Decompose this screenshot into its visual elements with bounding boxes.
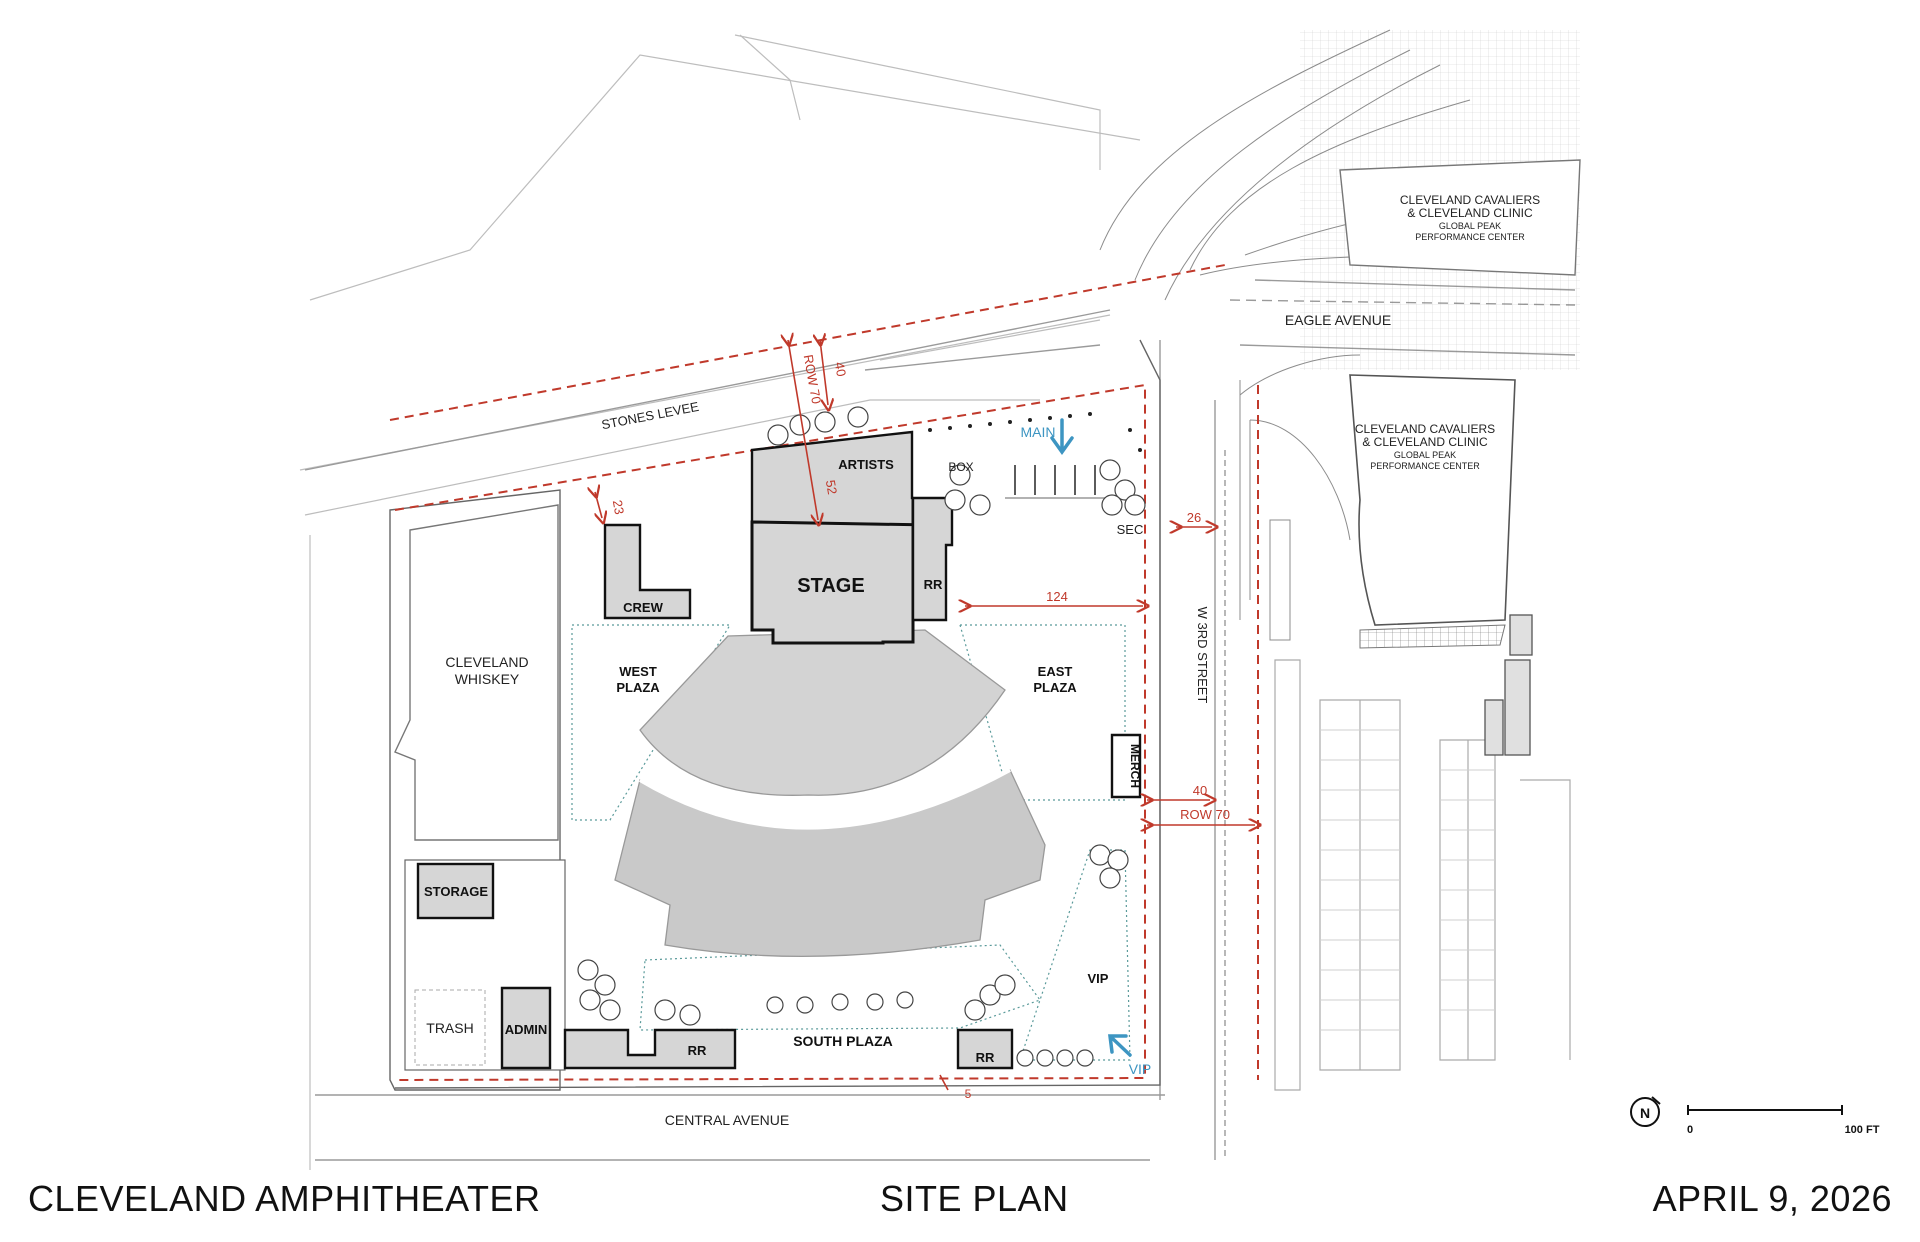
gppc-building-middle <box>1349 374 1516 626</box>
w-3rd-street-label: W 3RD STREET <box>1195 607 1210 704</box>
dim-124-label: 124 <box>1046 589 1068 604</box>
scale-labels: N 0 100 FT <box>1640 1105 1880 1136</box>
admin-building <box>500 986 552 1070</box>
rr-south-east-label: RR <box>976 1050 995 1065</box>
gppc-mid-label-4: PERFORMANCE CENTER <box>1370 461 1480 471</box>
artists-building <box>750 430 932 527</box>
main-entry-arrow <box>1050 418 1074 456</box>
rr-stage-building <box>911 496 954 622</box>
vip-entry-arrow <box>1108 1034 1132 1057</box>
scale-100ft-label: 100 FT <box>1845 1124 1880 1136</box>
dim-26-label: 26 <box>1187 510 1201 525</box>
row-70-north-label: ROW 70 <box>801 353 824 405</box>
bollard-dots <box>928 412 1142 452</box>
cleveland-whiskey-building <box>394 504 559 841</box>
eagle-avenue-label: EAGLE AVENUE <box>1285 312 1391 328</box>
east-plaza-label-1: EAST <box>1038 664 1073 679</box>
box-office-label: BOX <box>948 460 973 474</box>
north-arrow-icon <box>1630 1097 1660 1127</box>
artists-label: ARTISTS <box>838 457 894 472</box>
seating-bowl-lower <box>639 629 1006 796</box>
vip-area-label: VIP <box>1088 971 1109 986</box>
trees <box>577 406 1146 1067</box>
crew-label: CREW <box>623 600 663 615</box>
vip-entry-label: VIP <box>1129 1061 1152 1077</box>
gppc-top-label-4: PERFORMANCE CENTER <box>1415 232 1525 242</box>
sheet-title: SITE PLAN <box>880 1178 1069 1219</box>
dim-40-north-label: 40 <box>832 361 849 378</box>
seating-bowl-upper <box>614 769 1046 958</box>
cleveland-whiskey-label-1: CLEVELAND <box>445 654 528 670</box>
gppc-top-label-2: & CLEVELAND CLINIC <box>1407 206 1533 220</box>
scale-bar <box>1687 1105 1843 1115</box>
stones-levee-label: STONES LEVEE <box>600 399 700 433</box>
row-70-east-label: ROW 70 <box>1180 807 1230 822</box>
rr-stage-label: RR <box>924 577 943 592</box>
gppc-mid-label-2: & CLEVELAND CLINIC <box>1362 435 1488 449</box>
dimension-labels: ROW 70 40 52 23 124 26 40 ROW 70 5 <box>610 353 1230 1101</box>
cleveland-whiskey-label-2: WHISKEY <box>455 671 520 687</box>
dim-23-label: 23 <box>610 499 627 516</box>
west-plaza-label-1: WEST <box>619 664 657 679</box>
dim-5-label: 5 <box>965 1087 972 1101</box>
dimension-lines <box>595 340 1255 1091</box>
trash-area <box>414 989 486 1066</box>
crew-building <box>603 523 692 620</box>
east-plaza-label-2: PLAZA <box>1033 680 1077 695</box>
stage-label: STAGE <box>797 575 864 597</box>
gppc-top-label-3: GLOBAL PEAK <box>1439 221 1501 231</box>
scale-zero-label: 0 <box>1687 1124 1693 1136</box>
service-vehicles <box>1484 614 1533 756</box>
west-plaza-label-2: PLAZA <box>616 680 660 695</box>
merch-label: MERCH <box>1128 744 1142 788</box>
central-avenue-label: CENTRAL AVENUE <box>665 1112 789 1128</box>
gppc-top-label-1: CLEVELAND CAVALIERS <box>1400 193 1540 207</box>
merch-building <box>1110 733 1142 799</box>
rr-south-west-label: RR <box>688 1043 707 1058</box>
gppc-mid-label-1: CLEVELAND CAVALIERS <box>1355 422 1495 436</box>
north-label: N <box>1640 1105 1650 1121</box>
trash-label: TRASH <box>426 1020 473 1036</box>
rr-south-east-building <box>956 1028 1014 1070</box>
rr-south-west-building <box>563 1028 737 1070</box>
parking-stalls <box>1320 729 1495 1031</box>
entry-labels: MAIN VIP <box>1021 424 1152 1077</box>
storage-label: STORAGE <box>424 884 488 899</box>
sheet-date: APRIL 9, 2026 <box>1652 1178 1892 1219</box>
site-parcels <box>389 339 1161 1091</box>
plaza-zones <box>571 624 1131 1061</box>
parking-lot <box>1274 659 1571 1091</box>
dim-40-east-label: 40 <box>1193 783 1207 798</box>
dim-52-label: 52 <box>823 479 840 496</box>
main-entry-label: MAIN <box>1021 424 1056 440</box>
venue-labels: STAGE ARTISTS RR CREW BOX SEC WEST PLAZA… <box>424 457 1143 1065</box>
security-label: SEC <box>1117 522 1144 537</box>
context-labels: CLEVELAND CAVALIERS & CLEVELAND CLINIC G… <box>445 193 1540 1128</box>
admin-label: ADMIN <box>505 1022 548 1037</box>
project-title: CLEVELAND AMPHITHEATER <box>28 1178 541 1219</box>
south-plaza-label: SOUTH PLAZA <box>793 1033 893 1049</box>
gppc-mid-label-3: GLOBAL PEAK <box>1394 450 1456 460</box>
storage-building <box>416 862 495 920</box>
gppc-building-top <box>1339 159 1581 276</box>
